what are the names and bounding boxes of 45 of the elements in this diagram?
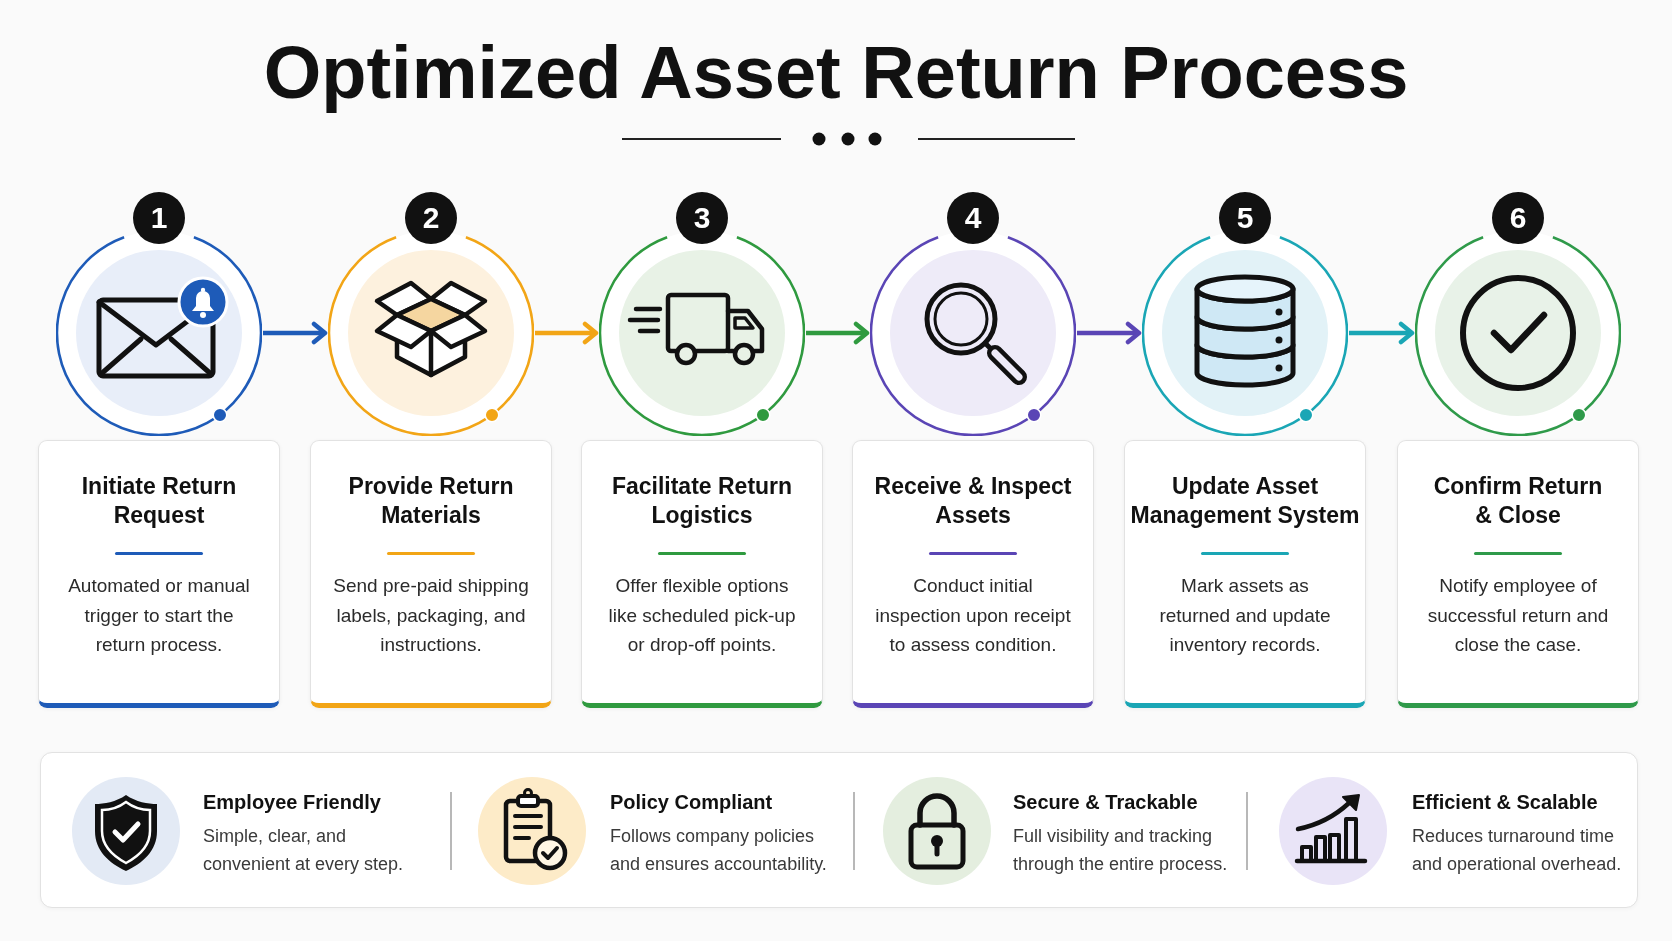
step-card [310, 440, 552, 708]
step-title: Receive & Inspect Assets [874, 472, 1072, 530]
step-circle [1415, 192, 1621, 436]
feature-title: Policy Compliant [610, 790, 773, 815]
feature-description: Full visibility and tracking through the entire process. [1013, 825, 1229, 876]
step-card [1397, 440, 1639, 708]
step-card [38, 440, 280, 708]
step-title: Initiate Return Request [81, 472, 237, 530]
arrow [1077, 321, 1142, 345]
step-number: 4 [947, 192, 999, 244]
step-circle [599, 192, 805, 436]
feature-title: Employee Friendly [203, 790, 381, 815]
step-number: 5 [1219, 192, 1271, 244]
feature-title: Efficient & Scalable [1412, 790, 1598, 815]
features-panel [40, 752, 1638, 908]
step-title: Confirm Return & Close [1433, 472, 1603, 530]
feature-description: Simple, clear, and convenient at every step. [203, 825, 405, 876]
step-title: Update Asset Management System [1130, 472, 1360, 530]
step-description: Automated or manual trigger to start the return process. [67, 574, 251, 657]
step-card [1124, 440, 1366, 708]
step-circle [328, 192, 534, 436]
step-circle [56, 192, 262, 436]
step-card [581, 440, 823, 708]
step-number: 2 [405, 192, 457, 244]
feature-description: Follows company policies and ensures accountability. [610, 825, 828, 876]
step-card [852, 440, 1094, 708]
step-circle [870, 192, 1076, 436]
title: Optimized Asset Return Process [263, 31, 1409, 115]
step-title: Provide Return Materials [348, 472, 514, 530]
arrow [535, 321, 599, 345]
feature-title: Secure & Trackable [1013, 790, 1198, 815]
arrow [1349, 321, 1415, 345]
step-number: 6 [1492, 192, 1544, 244]
step-number: 3 [676, 192, 728, 244]
step-number: 1 [133, 192, 185, 244]
step-description: Conduct initial inspection upon receipt to assess condition. [874, 574, 1072, 657]
step-description: Mark assets as returned and update inventory records. [1158, 574, 1332, 657]
step-circle [1142, 192, 1348, 436]
step-description: Send pre-paid shipping labels, packaging, and instructions. [332, 574, 530, 657]
step-description: Notify employee of successful return and close the case. [1427, 574, 1609, 657]
arrow [263, 321, 328, 345]
feature-description: Reduces turnaround time and operational overhead. [1412, 825, 1623, 876]
step-title: Facilitate Return Logistics [611, 472, 793, 530]
step-description: Offer flexible options like scheduled pick-up or drop-off points. [608, 574, 796, 657]
arrow [806, 321, 870, 345]
